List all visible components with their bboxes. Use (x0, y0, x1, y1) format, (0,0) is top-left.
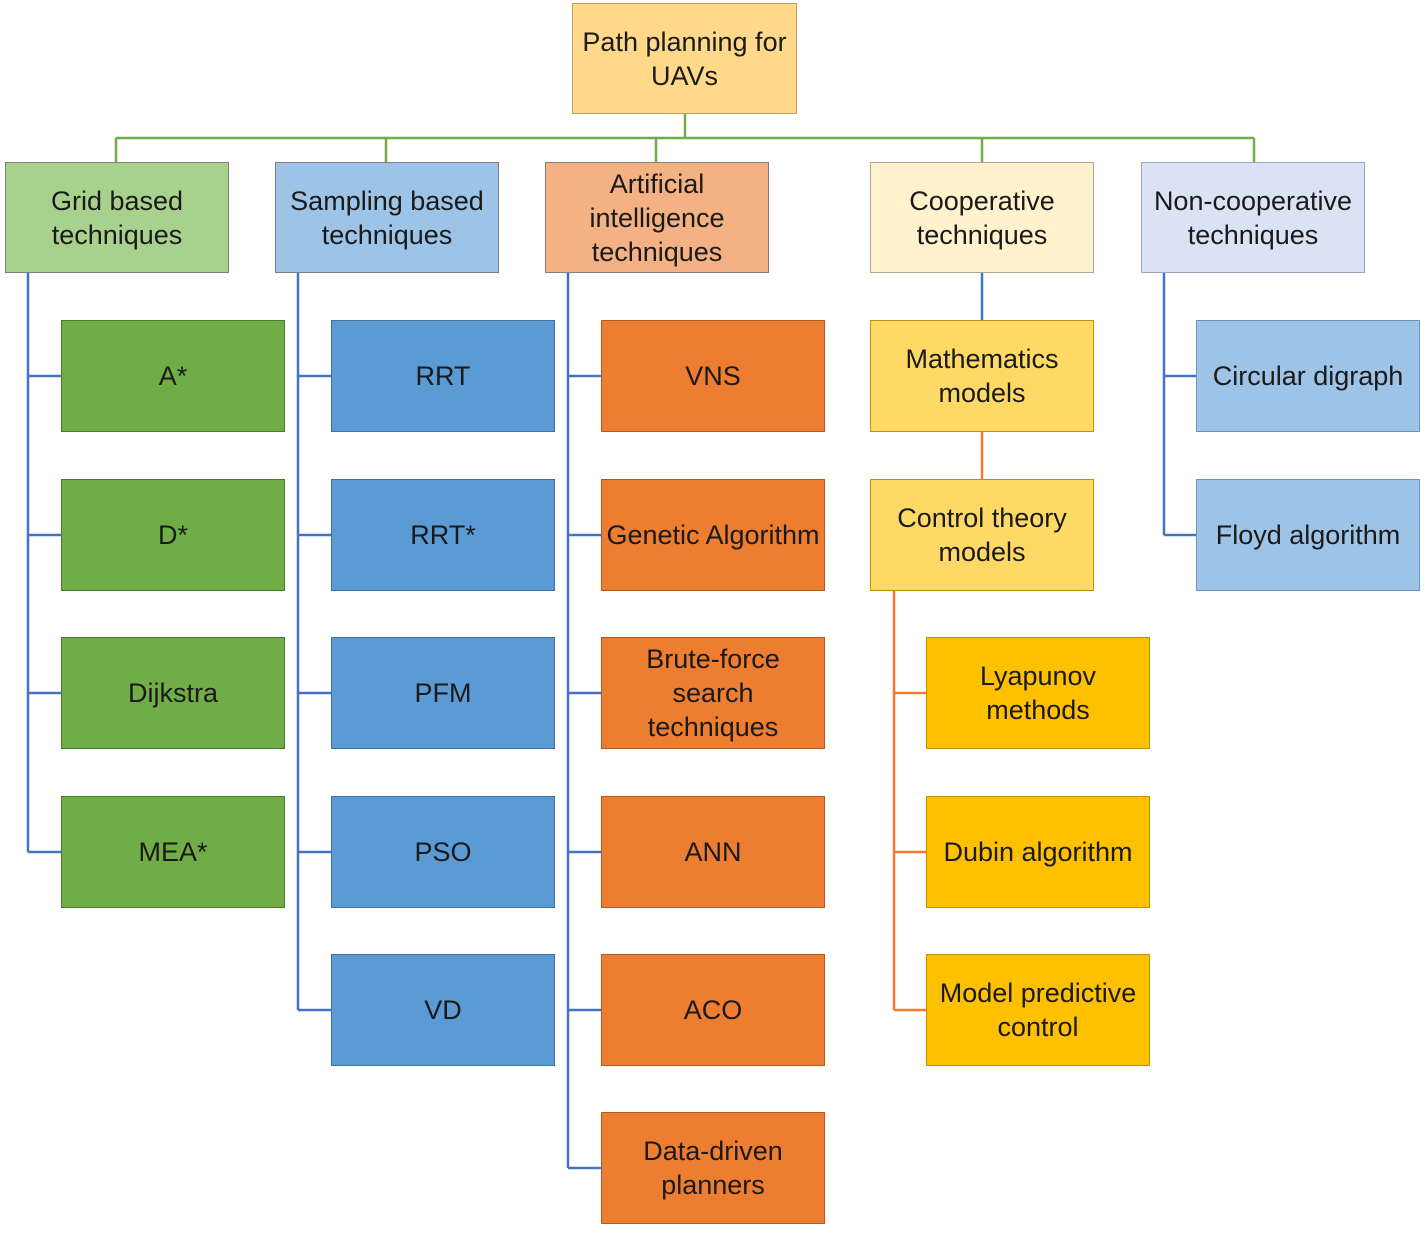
sampling-item: PFM (331, 637, 555, 749)
grid-item: D* (61, 479, 285, 591)
grid-item: MEA* (61, 796, 285, 908)
ai-item: Genetic Algorithm (601, 479, 825, 591)
sampling-item: PSO (331, 796, 555, 908)
branch-connectors (26, 273, 1196, 1170)
ai-item: ANN (601, 796, 825, 908)
grid-item: A* (61, 320, 285, 432)
sampling-item: RRT* (331, 479, 555, 591)
category-non-cooperative: Non-cooperative techniques (1141, 162, 1365, 273)
control-theory-item: Dubin algorithm (926, 796, 1150, 908)
root-connectors (114, 114, 1256, 162)
root-node: Path planning for UAVs (572, 3, 797, 114)
category-sampling-based: Sampling based techniques (275, 162, 499, 273)
control-theory-models-node: Control theory models (870, 479, 1094, 591)
category-cooperative: Cooperative techniques (870, 162, 1094, 273)
noncooperative-item: Floyd algorithm (1196, 479, 1420, 591)
control-theory-connectors (892, 432, 984, 1012)
category-artificial-intelligence: Artificial intelligence techniques (545, 162, 769, 273)
ai-item: VNS (601, 320, 825, 432)
ai-item: Data-driven planners (601, 1112, 825, 1224)
ai-item: ACO (601, 954, 825, 1066)
control-theory-item: Model predictive control (926, 954, 1150, 1066)
grid-item: Dijkstra (61, 637, 285, 749)
mathematics-models-node: Mathematics models (870, 320, 1094, 432)
ai-item: Brute-force search techniques (601, 637, 825, 749)
control-theory-item: Lyapunov methods (926, 637, 1150, 749)
sampling-item: VD (331, 954, 555, 1066)
noncooperative-item: Circular digraph (1196, 320, 1420, 432)
category-grid-based: Grid based techniques (5, 162, 229, 273)
sampling-item: RRT (331, 320, 555, 432)
